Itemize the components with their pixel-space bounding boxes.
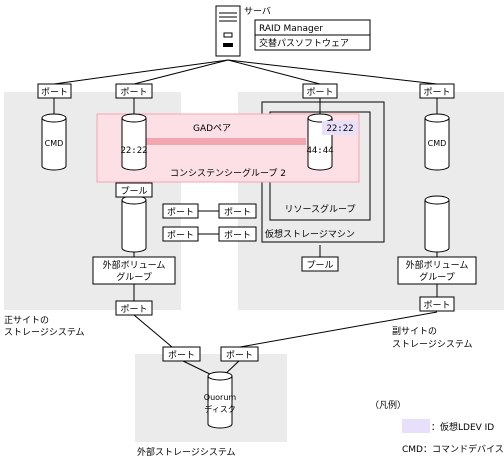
svg-text:ポート: ポート bbox=[423, 300, 450, 311]
legend-title: （凡例） bbox=[370, 399, 406, 411]
svg-text:外部ボリューム: 外部ボリューム bbox=[103, 259, 166, 271]
secondary-site-label-line2: ストレージシステム bbox=[392, 339, 473, 350]
svg-text:CMD: CMD bbox=[428, 139, 447, 148]
secondary-external-volume-group: 外部ボリューム グループ bbox=[397, 256, 477, 285]
svg-text:プール: プール bbox=[306, 260, 333, 271]
secondary-pool: プール bbox=[301, 256, 339, 272]
primary-volume: 22:22 bbox=[120, 113, 148, 171]
secondary-cmd-volume: CMD bbox=[424, 113, 450, 171]
virtual-ldev-id-badge bbox=[322, 121, 358, 135]
svg-text:22:22: 22:22 bbox=[120, 146, 147, 156]
link-port-2: ポート bbox=[218, 203, 257, 219]
legend-cmd-text: CMD：コマンドデバイス bbox=[402, 443, 504, 455]
svg-text:ポート: ポート bbox=[224, 230, 251, 241]
external-port-1: ポート bbox=[162, 346, 201, 362]
server-software-raid-manager: RAID Manager bbox=[259, 24, 323, 34]
svg-text:CMD: CMD bbox=[45, 139, 64, 148]
svg-text:ポート: ポート bbox=[120, 304, 147, 315]
external-storage-label: 外部ストレージシステム bbox=[137, 446, 236, 458]
primary-external-volume-group: 外部ボリューム グループ bbox=[92, 256, 176, 285]
svg-text:ポート: ポート bbox=[120, 87, 147, 98]
svg-text:ポート: ポート bbox=[226, 350, 253, 361]
svg-text:ポート: ポート bbox=[167, 207, 194, 218]
server-software-path-switching: 交替パスソフトウェア bbox=[259, 37, 349, 49]
secondary-port-external: ポート bbox=[419, 296, 455, 312]
server-icon bbox=[215, 5, 241, 57]
svg-text:プール: プール bbox=[120, 186, 147, 197]
svg-text:ポート: ポート bbox=[423, 87, 450, 98]
svg-text:Quorum: Quorum bbox=[204, 393, 237, 402]
secondary-pool-volume bbox=[424, 195, 450, 253]
svg-text:ポート: ポート bbox=[224, 207, 251, 218]
link-port-3: ポート bbox=[162, 226, 199, 242]
primary-site-label-line1: 正サイトの bbox=[4, 315, 49, 326]
gad-pair-label: GADペア bbox=[193, 124, 231, 134]
legend-virtual-ldev-text: ：仮想LDEV ID bbox=[431, 421, 494, 433]
primary-pool: プール bbox=[115, 182, 153, 198]
svg-text:グループ: グループ bbox=[419, 271, 454, 283]
consistency-group-label: コンシステンシーグループ 2 bbox=[170, 167, 286, 179]
legend-virtual-ldev-swatch bbox=[402, 419, 430, 433]
svg-text:外部ボリューム: 外部ボリューム bbox=[406, 259, 469, 271]
svg-text:ディスク: ディスク bbox=[204, 404, 235, 414]
link-port-4: ポート bbox=[218, 226, 257, 242]
svg-text:22:22: 22:22 bbox=[326, 124, 353, 134]
server-label: サーバ bbox=[244, 6, 271, 17]
secondary-port-cmd: ポート bbox=[419, 83, 455, 99]
primary-cmd-volume: CMD bbox=[41, 113, 67, 171]
primary-pool-volume bbox=[121, 195, 147, 253]
svg-text:ポート: ポート bbox=[168, 350, 195, 361]
secondary-volume: 22:22 44:44 bbox=[306, 113, 358, 171]
link-port-1: ポート bbox=[162, 203, 199, 219]
primary-port-cmd: ポート bbox=[37, 83, 72, 99]
gad-pair-line bbox=[146, 138, 306, 145]
svg-text:44:44: 44:44 bbox=[306, 146, 333, 156]
primary-port-external: ポート bbox=[115, 300, 153, 316]
svg-text:ポート: ポート bbox=[306, 87, 333, 98]
svg-text:グループ: グループ bbox=[116, 271, 151, 283]
secondary-port-host: ポート bbox=[302, 83, 338, 99]
external-port-2: ポート bbox=[220, 346, 259, 362]
secondary-site-label-line1: 副サイトの bbox=[392, 326, 437, 337]
primary-port-host: ポート bbox=[115, 83, 153, 99]
quorum-disk: Quorum ディスク bbox=[204, 371, 237, 429]
svg-text:ポート: ポート bbox=[167, 230, 194, 241]
primary-site-label-line2: ストレージシステム bbox=[4, 327, 85, 338]
virtual-storage-machine-label: 仮想ストレージマシン bbox=[265, 228, 355, 240]
resource-group-label: リソースグループ bbox=[284, 203, 355, 215]
svg-text:ポート: ポート bbox=[41, 87, 68, 98]
